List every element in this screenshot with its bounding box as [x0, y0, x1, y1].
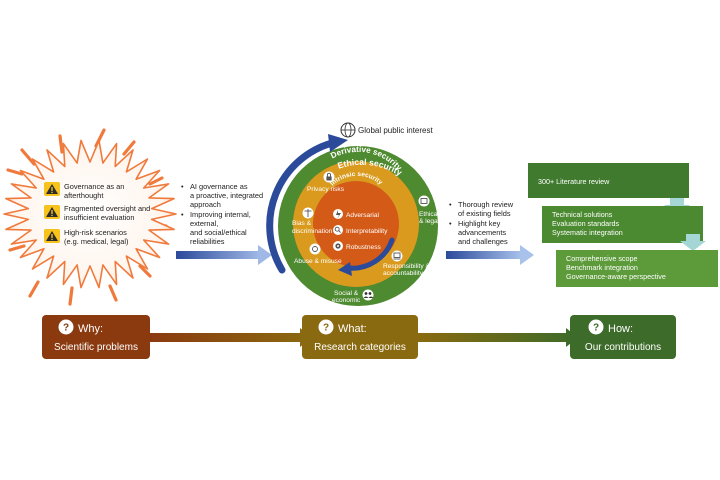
technical-text-2: Evaluation standards — [552, 219, 620, 228]
left-bullet-1a: AI governance as — [190, 182, 248, 191]
svg-text:• Thorough review: • Thorough review of existing fields • H… — [449, 200, 515, 246]
misuse-icon — [309, 243, 321, 255]
globe-icon — [340, 122, 356, 138]
what-subtitle: Research categories — [314, 342, 406, 353]
right-bullet-2c: and challenges — [458, 237, 508, 246]
literature-review-box — [528, 163, 689, 198]
burst-sparks — [6, 128, 168, 306]
problem-text-1a: Governance as an — [64, 182, 124, 191]
comprehensive-text-2: Benchmark integration — [566, 263, 638, 272]
problem-text-1b: afterthought — [64, 191, 103, 200]
ethical-legal-label-1: Ethical — [419, 211, 439, 218]
technical-box — [542, 206, 703, 243]
literature-review-text: 300+ Literature review — [538, 177, 610, 186]
social-label-1: Social & — [334, 290, 359, 297]
robustness-icon — [333, 241, 343, 251]
social-label-2: economic — [332, 297, 361, 304]
warning-icon — [44, 205, 60, 219]
what-title: What: — [338, 323, 367, 335]
robustness-label: Robustness — [346, 244, 382, 251]
right-bullet-1a: Thorough review — [458, 200, 514, 209]
comprehensive-text-3: Governance-aware perspective — [566, 272, 666, 281]
responsibility-label-1: Responsibility & — [383, 263, 431, 270]
right-bullets: • Thorough review of existing fields • H… — [449, 200, 515, 246]
right-bullet-2b: advancements — [458, 228, 506, 237]
problem-text-3a: High-risk scenarios — [64, 228, 127, 237]
comprehensive-text-1: Comprehensive scope — [566, 254, 638, 263]
problem-item-1: Governance as an afterthought — [44, 182, 126, 200]
technical-text-1: Technical solutions — [552, 210, 613, 219]
problem-item-3: High-risk scenarios (e.g. medical, legal… — [44, 228, 129, 246]
svg-text:?: ? — [593, 323, 599, 334]
svg-text:• AI governance as: • AI governance as a proactive, integrat… — [181, 182, 265, 246]
left-bullet-2d: reliabilities — [190, 237, 225, 246]
burst-shape — [3, 139, 177, 289]
scale-icon — [302, 207, 314, 219]
adversarial-icon — [333, 209, 343, 219]
comprehensive-box — [556, 250, 718, 287]
warning-icon — [44, 229, 60, 243]
technical-text-3: Systematic integration — [552, 228, 623, 237]
problem-burst: Governance as an afterthought Fragmented… — [3, 128, 177, 306]
svg-text:Governance as an after: Governance as an afterthought — [64, 182, 126, 200]
people-icon — [362, 289, 374, 301]
question-icon: ? — [58, 319, 74, 335]
svg-text:Comprehensive scope Benc: Comprehensive scope Benchmark integratio… — [566, 254, 666, 281]
question-icon: ? — [318, 319, 334, 335]
svg-text:Bias & discrimination: Bias & discrimination — [292, 220, 333, 235]
privacy-risks-label: Privacy risks — [307, 186, 345, 193]
outer-cycle-arrow — [266, 139, 336, 274]
responsibility-label-2: accountability — [383, 270, 424, 277]
problem-text-2a: Fragmented oversight and — [64, 204, 150, 213]
warning-icon — [44, 182, 60, 196]
why-box: ? Why: Scientific problems — [42, 315, 150, 359]
svg-text:High-risk scenarios (e: High-risk scenarios (e.g. medical, legal… — [64, 228, 129, 246]
why-title: Why: — [78, 323, 103, 335]
svg-text:Social & economic: Social & economic — [332, 290, 361, 304]
right-bullet-2a: Highlight key — [458, 219, 501, 228]
interpretability-label: Interpretability — [346, 228, 388, 235]
right-flow-arrow — [446, 245, 534, 265]
ethical-legal-icon — [418, 195, 430, 207]
left-bullets: • AI governance as a proactive, integrat… — [181, 182, 265, 246]
problem-item-2: Fragmented oversight and insufficient ev… — [44, 204, 152, 222]
left-bullet-1b: a proactive, integrated — [190, 191, 263, 200]
left-bullet-2c: and social/ethical — [190, 228, 247, 237]
cascade-arrow-2 — [680, 234, 706, 251]
svg-text:Fragmented oversight and: Fragmented oversight and insufficient ev… — [64, 204, 152, 222]
problem-text-3b: (e.g. medical, legal) — [64, 237, 129, 246]
left-flow-arrow — [176, 245, 272, 265]
svg-text:?: ? — [323, 323, 329, 334]
svg-text:Ethical & legal: Ethical & legal — [419, 211, 441, 225]
left-bullet-2a: Improving internal, — [190, 210, 251, 219]
svg-text:Responsibility & account: Responsibility & accountability — [383, 263, 432, 277]
svg-text:Technical solutions Eval: Technical solutions Evaluation standards… — [552, 210, 623, 237]
ethical-legal-label-2: & legal — [419, 218, 440, 225]
contribution-cascade: 300+ Literature review Technical solutio… — [528, 163, 718, 287]
global-interest-label: Global public interest — [358, 126, 433, 135]
magnifier-icon — [333, 225, 343, 235]
question-icon: ? — [588, 319, 604, 335]
how-subtitle: Our contributions — [585, 342, 661, 353]
why-subtitle: Scientific problems — [54, 342, 138, 353]
accountability-icon — [391, 250, 403, 262]
left-bullet-2b: external, — [190, 219, 218, 228]
security-circle: Global public interest Ethical security … — [266, 122, 445, 313]
adversarial-label: Adversarial — [346, 212, 380, 219]
left-bullet-1c: approach — [190, 200, 221, 209]
bias-label-2: discrimination — [292, 228, 333, 235]
bottom-flow: ? Why: Scientific problems ? What: Resea… — [42, 315, 676, 359]
bias-label-1: Bias & — [292, 220, 312, 227]
lock-icon — [323, 171, 335, 183]
right-bullet-1b: of existing fields — [458, 209, 511, 218]
inner-cycle-arrow — [345, 237, 395, 271]
abuse-misuse-label: Abuse & misuse — [294, 258, 342, 265]
what-box: ? What: Research categories — [302, 315, 418, 359]
svg-text:?: ? — [63, 323, 69, 334]
how-title: How: — [608, 323, 633, 335]
how-box: ? How: Our contributions — [570, 315, 676, 359]
problem-text-2b: insufficient evaluation — [64, 213, 135, 222]
